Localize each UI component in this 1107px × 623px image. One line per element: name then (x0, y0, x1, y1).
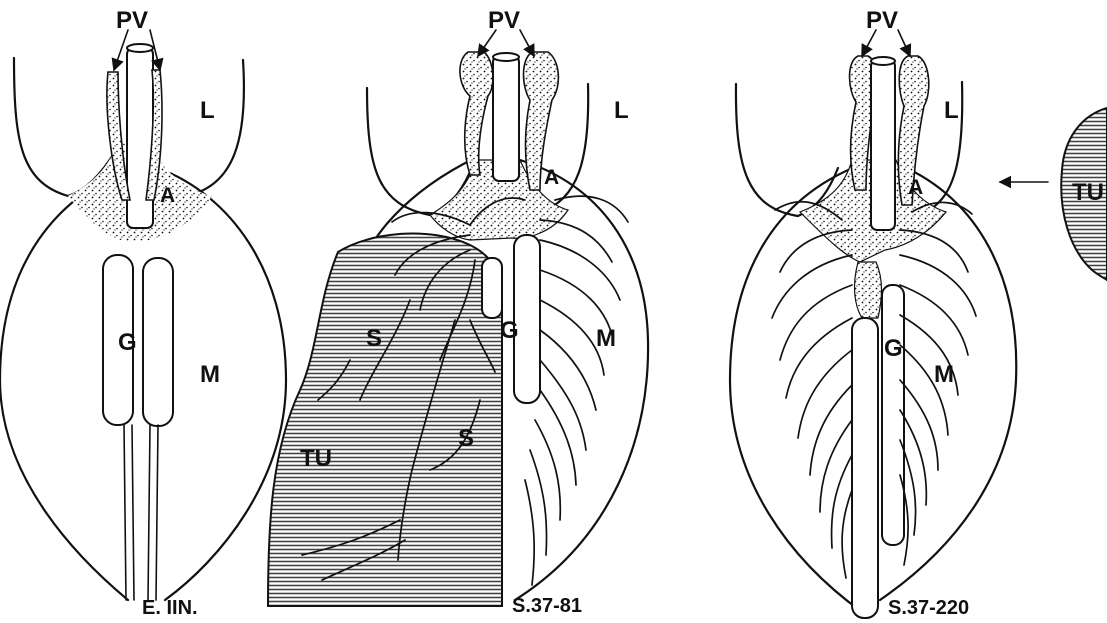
portal-vessel-top (493, 53, 519, 61)
label-s: S (458, 425, 474, 452)
lymph-node-outline-left (736, 84, 838, 216)
label-pv: PV (116, 7, 148, 34)
label-tu: TU (300, 445, 332, 472)
portal-vessel-main (127, 48, 153, 228)
label-a: A (160, 184, 175, 207)
pv-arrow-left (114, 30, 128, 70)
panel-s37-81: PV L A G M S S TU S.37-81 (268, 7, 648, 617)
portal-vessel-top (871, 57, 895, 65)
label-tu: TU (1072, 179, 1104, 206)
gland-lobe-left (852, 318, 878, 618)
panel-caption: S.37-220 (888, 597, 969, 619)
panel-tumour-partial: TU (1000, 108, 1107, 280)
panel-caption: S.37-81 (512, 595, 582, 617)
portal-vessel-left (460, 52, 493, 175)
label-a: A (908, 176, 923, 199)
label-a: A (544, 166, 559, 189)
nerve-trunk (124, 425, 158, 600)
label-l: L (944, 97, 959, 124)
portal-vessel-main (493, 56, 519, 181)
panel-caption: E. IIN. (142, 597, 198, 619)
gland-lobe-partial (482, 258, 502, 318)
label-m: M (596, 325, 616, 352)
portal-vessel-main (871, 60, 895, 230)
pv-arrow-right (520, 30, 534, 56)
label-l: L (614, 97, 629, 124)
panel-s37-220: PV L A G M S.37-220 (730, 7, 1016, 619)
gland-lobe-right (143, 258, 173, 426)
label-g: G (884, 335, 903, 362)
portal-vessel-top (127, 44, 153, 52)
adipose-stipple-lower (855, 262, 882, 318)
label-m: M (934, 361, 954, 388)
label-l: L (200, 97, 215, 124)
gland-lobe-right (882, 285, 904, 545)
label-m: M (200, 361, 220, 388)
pv-arrow-right (898, 30, 910, 56)
label-g: G (500, 317, 519, 344)
panel-e-iin: PV L A G M E. IIN. (0, 7, 286, 619)
label-pv: PV (866, 7, 898, 34)
label-pv: PV (488, 7, 520, 34)
label-s: S (366, 325, 382, 352)
label-g: G (118, 329, 137, 356)
